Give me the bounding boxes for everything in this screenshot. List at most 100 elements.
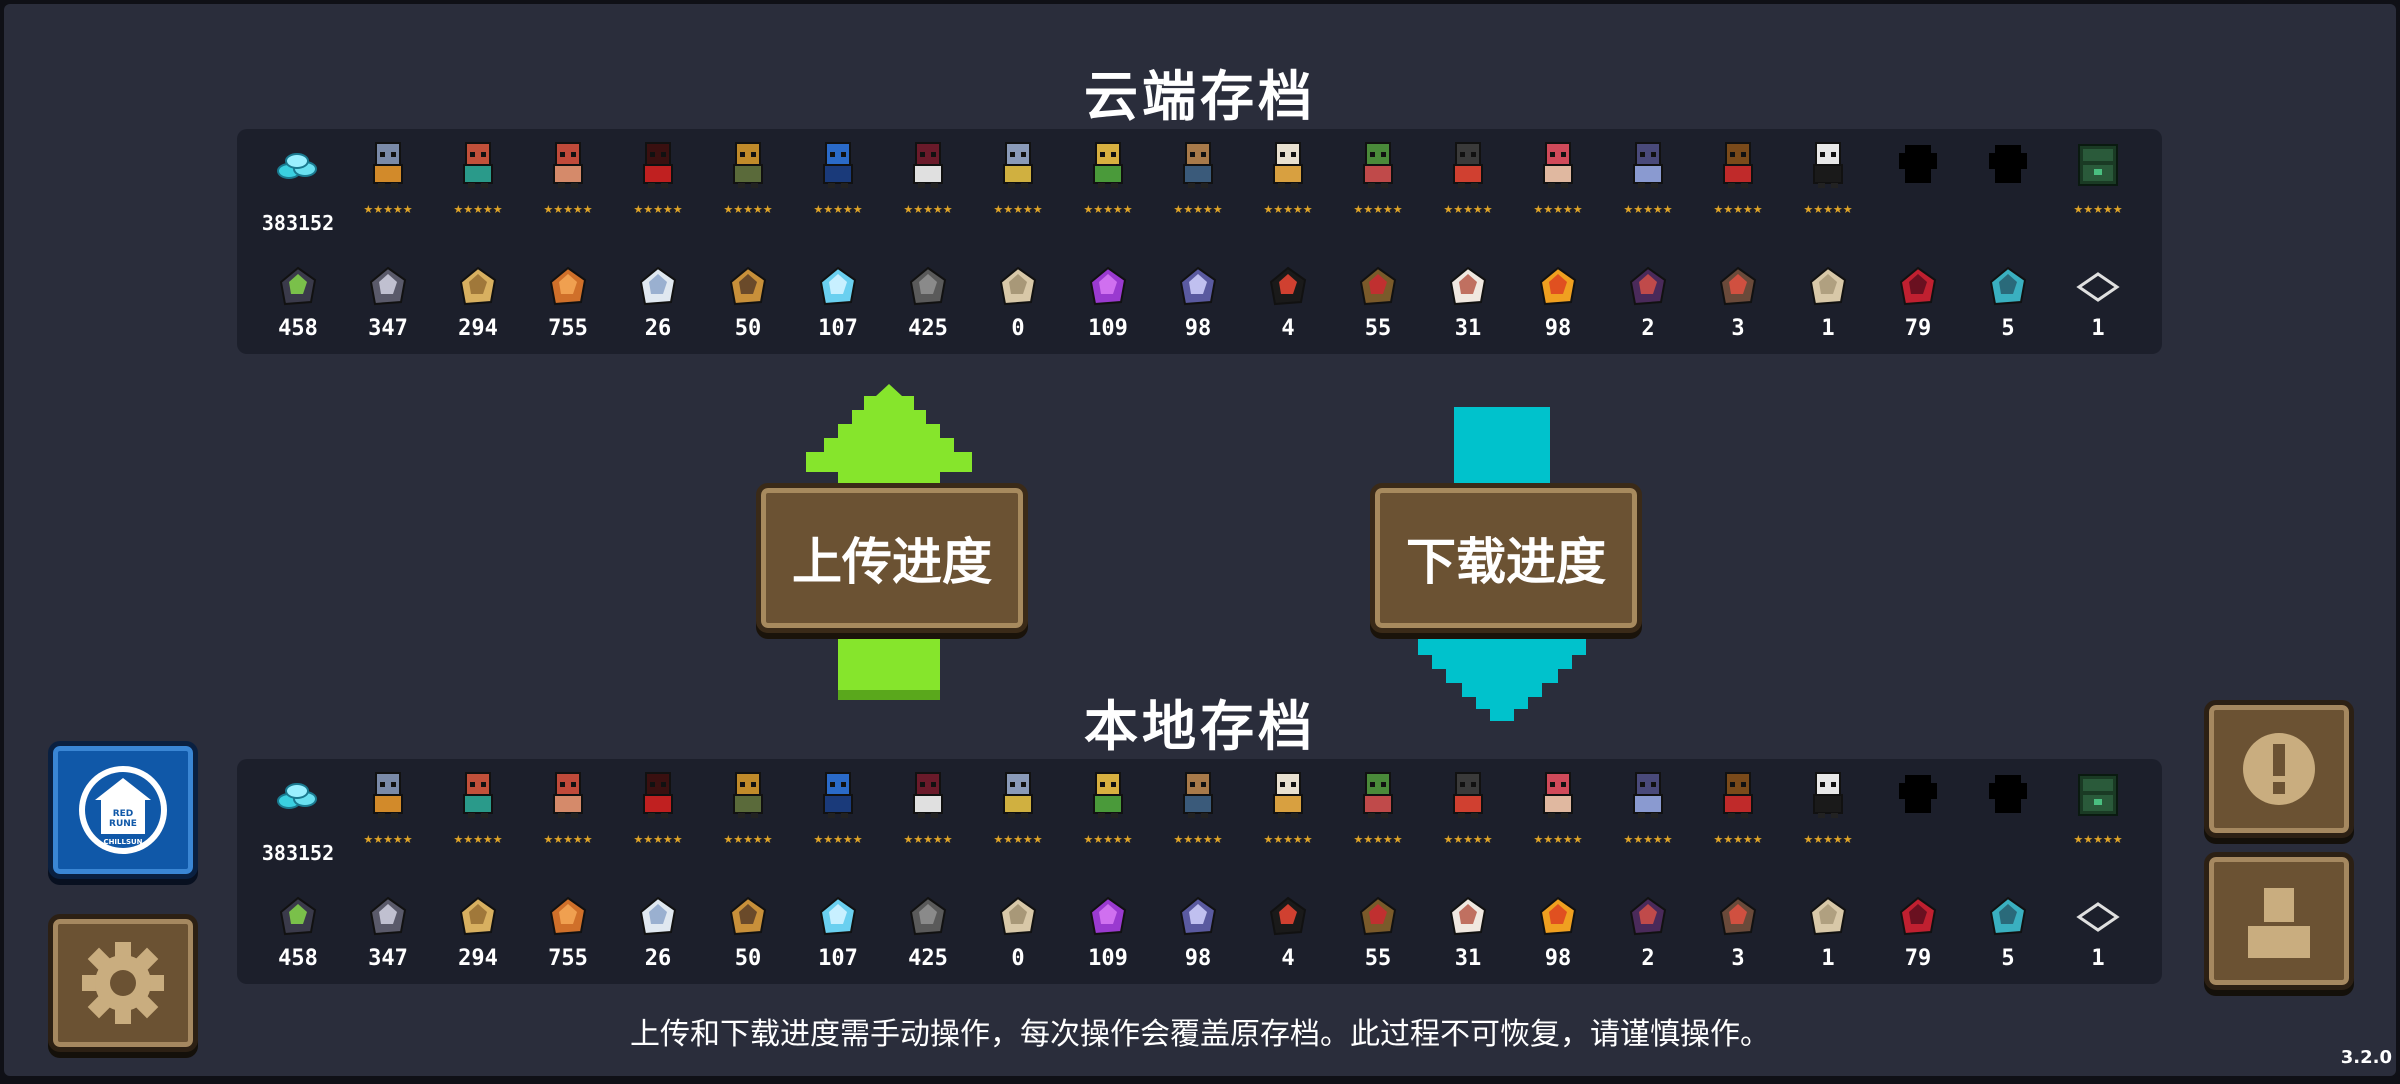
rogue-icon	[463, 142, 493, 188]
star-rating: ★★★★★	[813, 833, 863, 846]
material-count: 98	[1184, 316, 1212, 341]
character-cell: ★★★★★	[343, 759, 433, 869]
character-cell: ★★★★★	[973, 129, 1063, 239]
scroll-icon	[999, 266, 1037, 306]
settings-button[interactable]	[48, 914, 198, 1052]
local-save-title: 本地存档	[1084, 695, 1316, 758]
material-cell: 425	[883, 244, 973, 354]
star-rating: ★★★★★	[453, 203, 503, 216]
necromancer-icon	[1633, 142, 1663, 188]
cyan-armor-icon	[1989, 896, 2027, 936]
material-cell: 458	[253, 874, 343, 984]
material-count: 31	[1454, 316, 1482, 341]
star-rating: ★★★★★	[1533, 203, 1583, 216]
gems-count: 383152	[261, 841, 335, 865]
assassin-icon	[643, 772, 673, 818]
taoist-icon	[1813, 772, 1843, 818]
material-cell: 79	[1873, 874, 1963, 984]
character-cell: ★★★★★	[793, 759, 883, 869]
vampire-icon	[913, 142, 943, 188]
logo-text-line: RED	[113, 809, 134, 819]
character-cell: ★★★★★	[1513, 129, 1603, 239]
paper-icon	[1809, 896, 1847, 936]
star-rating: ★★★★★	[1083, 203, 1133, 216]
material-count: 755	[548, 316, 588, 341]
material-count: 755	[548, 946, 588, 971]
save-sync-screen: 云端存档 383152★★★★★★★★★★★★★★★★★★★★★★★★★★★★★…	[4, 4, 2396, 1076]
character-cell: ★★★★★	[433, 759, 523, 869]
dark-crystal-icon	[1179, 896, 1217, 936]
material-cell: 0	[973, 874, 1063, 984]
character-row: 383152 ★★★★★ ★★★★★ ★★★★★ ★★★★★ ★★★★★ ★★★★★ ★★★★…	[237, 129, 2162, 239]
locked-character-icon	[1989, 775, 2027, 813]
character-cell: ★★★★★	[1333, 129, 1423, 239]
phone-icon	[1629, 896, 1667, 936]
alchemist-icon	[823, 142, 853, 188]
material-count: 26	[644, 316, 672, 341]
red-leaf-icon	[1899, 896, 1937, 936]
material-cell: 55	[1333, 874, 1423, 984]
material-count: 79	[1904, 316, 1932, 341]
material-count: 1	[2091, 946, 2105, 971]
wizard-icon	[553, 142, 583, 188]
material-count: 0	[1011, 946, 1025, 971]
character-cell	[1963, 759, 2053, 869]
phone-icon	[1629, 266, 1667, 306]
material-count: 1	[1821, 316, 1835, 341]
assassin-icon	[643, 142, 673, 188]
paladin-icon	[1003, 772, 1033, 818]
chest-icon	[2078, 774, 2118, 816]
elf-icon	[1093, 142, 1123, 188]
material-cell: 98	[1513, 874, 1603, 984]
download-progress-button[interactable]: 下载进度	[1370, 483, 1642, 633]
material-cell: 294	[433, 874, 523, 984]
character-cell: ★★★★★	[2053, 759, 2143, 869]
circuit-icon	[1269, 266, 1307, 306]
upload-progress-button[interactable]: 上传进度	[756, 483, 1028, 633]
star-rating: ★★★★★	[1263, 203, 1313, 216]
gem-currency-icon	[277, 153, 317, 179]
star-rating: ★★★★★	[1713, 203, 1763, 216]
profile-button[interactable]	[2204, 852, 2354, 990]
radio-icon	[1719, 896, 1757, 936]
star-rating: ★★★★★	[543, 203, 593, 216]
material-cell: 26	[613, 244, 703, 354]
settings-gear-icon	[82, 942, 164, 1024]
version-label: 3.2.0	[2340, 1047, 2392, 1068]
chest-icon	[2078, 144, 2118, 186]
star-rating: ★★★★★	[723, 203, 773, 216]
character-cell: ★★★★★	[1063, 129, 1153, 239]
material-count: 0	[1011, 316, 1025, 341]
character-cell: ★★★★★	[1153, 759, 1243, 869]
character-cell: ★★★★★	[973, 759, 1063, 869]
star-rating: ★★★★★	[1803, 833, 1853, 846]
account-logo-button[interactable]: RED RUNE CHILLSUN	[48, 741, 198, 879]
character-cell	[1873, 129, 1963, 239]
cloud-save-panel: 383152 ★★★★★ ★★★★★ ★★★★★ ★★★★★ ★★★★★ ★★★★★ ★★★★…	[237, 129, 2162, 354]
character-cell: ★★★★★	[883, 759, 973, 869]
notice-button[interactable]	[2204, 700, 2354, 838]
character-cell: ★★★★★	[793, 129, 883, 239]
logo-text-line: CHILLSUN	[103, 838, 142, 846]
wood-plank-icon	[459, 266, 497, 306]
character-cell	[1963, 129, 2053, 239]
material-count: 347	[368, 316, 408, 341]
material-cell: 1	[2053, 244, 2143, 354]
boot-icon	[1359, 896, 1397, 936]
taoist-icon	[1813, 142, 1843, 188]
material-cell: 79	[1873, 244, 1963, 354]
copper-ore-icon	[549, 896, 587, 936]
star-rating: ★★★★★	[633, 833, 683, 846]
locked-character-icon	[1899, 145, 1937, 183]
rogue-icon	[463, 772, 493, 818]
engineer-icon	[733, 142, 763, 188]
character-cell: ★★★★★	[433, 129, 523, 239]
purple-crystal-icon	[1089, 266, 1127, 306]
locked-character-icon	[1899, 775, 1937, 813]
star-rating: ★★★★★	[723, 833, 773, 846]
material-cell: 0	[973, 244, 1063, 354]
material-cell: 4	[1243, 874, 1333, 984]
cyan-armor-icon	[1989, 266, 2027, 306]
gems-count: 383152	[261, 211, 335, 235]
radio-icon	[1719, 266, 1757, 306]
